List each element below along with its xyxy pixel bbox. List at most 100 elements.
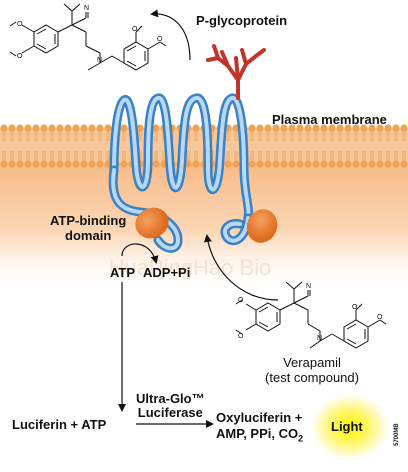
lipid-head [80,124,88,132]
svg-text:N: N [317,335,322,342]
lipid-head [360,160,368,168]
svg-text:O: O [157,36,163,43]
verapamil-structure-top [9,3,167,71]
light-glow [308,391,392,463]
lipid-head [16,124,24,132]
lipid-head [96,124,104,132]
efflux-arrow [150,9,191,61]
lipid-head [192,124,200,132]
lipid-head [64,124,72,132]
lipid-head [0,124,8,132]
lipid-head [288,160,296,168]
glycan-chains [206,44,266,100]
lipid-head [248,124,256,132]
lipid-head [344,124,352,132]
light-label: Light [331,419,363,434]
svg-text:O: O [17,53,23,60]
lipid-head [368,124,376,132]
lipid-head [376,124,384,132]
pgp-label: P-glycoprotein [196,13,288,28]
products-label: Oxyluciferin + AMP, PPi, CO2 [216,410,303,447]
verapamil-atoms-bottom: O O N N O O [238,283,383,342]
lipid-head [40,160,48,168]
verapamil-atoms-top: O O N N O O [17,5,163,64]
lipid-head [328,160,336,168]
lipid-head [384,124,392,132]
lipid-head [152,124,160,132]
atp-label: ATP [110,265,136,280]
atp-hydrolysis-arrow [121,243,159,264]
watermark: HuaPingHao Bio [109,255,272,280]
lipid-head [352,124,360,132]
atp-domain-label-line1: ATP-binding [50,213,127,228]
lipid-head [352,160,360,168]
enzyme-label-line2: Luciferase [137,405,203,420]
verapamil-label: Verapamil (test compound) [252,355,372,385]
lipid-head [48,160,56,168]
lipid-head [312,160,320,168]
enzyme-label: Ultra-Glo™ Luciferase [136,392,205,420]
lipid-head [104,124,112,132]
lipid-head [192,160,200,168]
lipid-head [80,160,88,168]
lipid-head [248,160,256,168]
lipid-head [296,124,304,132]
lipid-head [40,124,48,132]
atp-domain-label: ATP-binding domain [50,213,126,243]
lipid-head [384,160,392,168]
lipid-head [392,160,400,168]
products-label-line1: Oxyluciferin + [216,410,303,425]
lipid-head [392,124,400,132]
lipid-head [400,160,408,168]
adp-label: ADP+Pi [143,265,191,280]
lipid-head [296,160,304,168]
svg-text:N: N [97,57,102,64]
atp-binding-domain-right [246,209,278,243]
lipid-head [224,160,232,168]
lipid-head [264,124,272,132]
lipid-head [344,160,352,168]
lipid-head [272,160,280,168]
lipid-head [24,124,32,132]
lipid-head [88,160,96,168]
lipid-head [8,124,16,132]
lipid-head [16,160,24,168]
lipid-head [32,160,40,168]
lipid-head [0,160,8,168]
lipid-head [272,124,280,132]
lipid-head [56,160,64,168]
enzyme-label-line1: Ultra-Glo™ [136,391,205,406]
atp-domain-label-line2: domain [65,228,112,243]
lipid-head [304,124,312,132]
lipid-head [136,124,144,132]
svg-text:O: O [132,26,138,33]
svg-text:N: N [306,283,311,290]
lipid-head [376,160,384,168]
lipid-head [8,160,16,168]
lipid-head [256,124,264,132]
lipid-head [120,160,128,168]
svg-text:O: O [238,333,244,340]
lipid-head [24,160,32,168]
svg-text:O: O [238,297,244,304]
lipid-head [336,124,344,132]
lipid-head [320,160,328,168]
svg-text:N: N [84,5,89,12]
svg-text:O: O [352,304,358,311]
lipid-head [256,160,264,168]
lipid-head [264,160,272,168]
lipid-head [152,160,160,168]
lipid-head [280,124,288,132]
lipid-head [400,124,408,132]
lipid-head [336,160,344,168]
lipid-head [312,124,320,132]
lipid-head [72,160,80,168]
svg-text:O: O [377,314,383,321]
lipid-head [56,124,64,132]
lipid-head [64,160,72,168]
membrane-label: Plasma membrane [272,112,387,127]
lipid-head [360,124,368,132]
lipid-head [304,160,312,168]
